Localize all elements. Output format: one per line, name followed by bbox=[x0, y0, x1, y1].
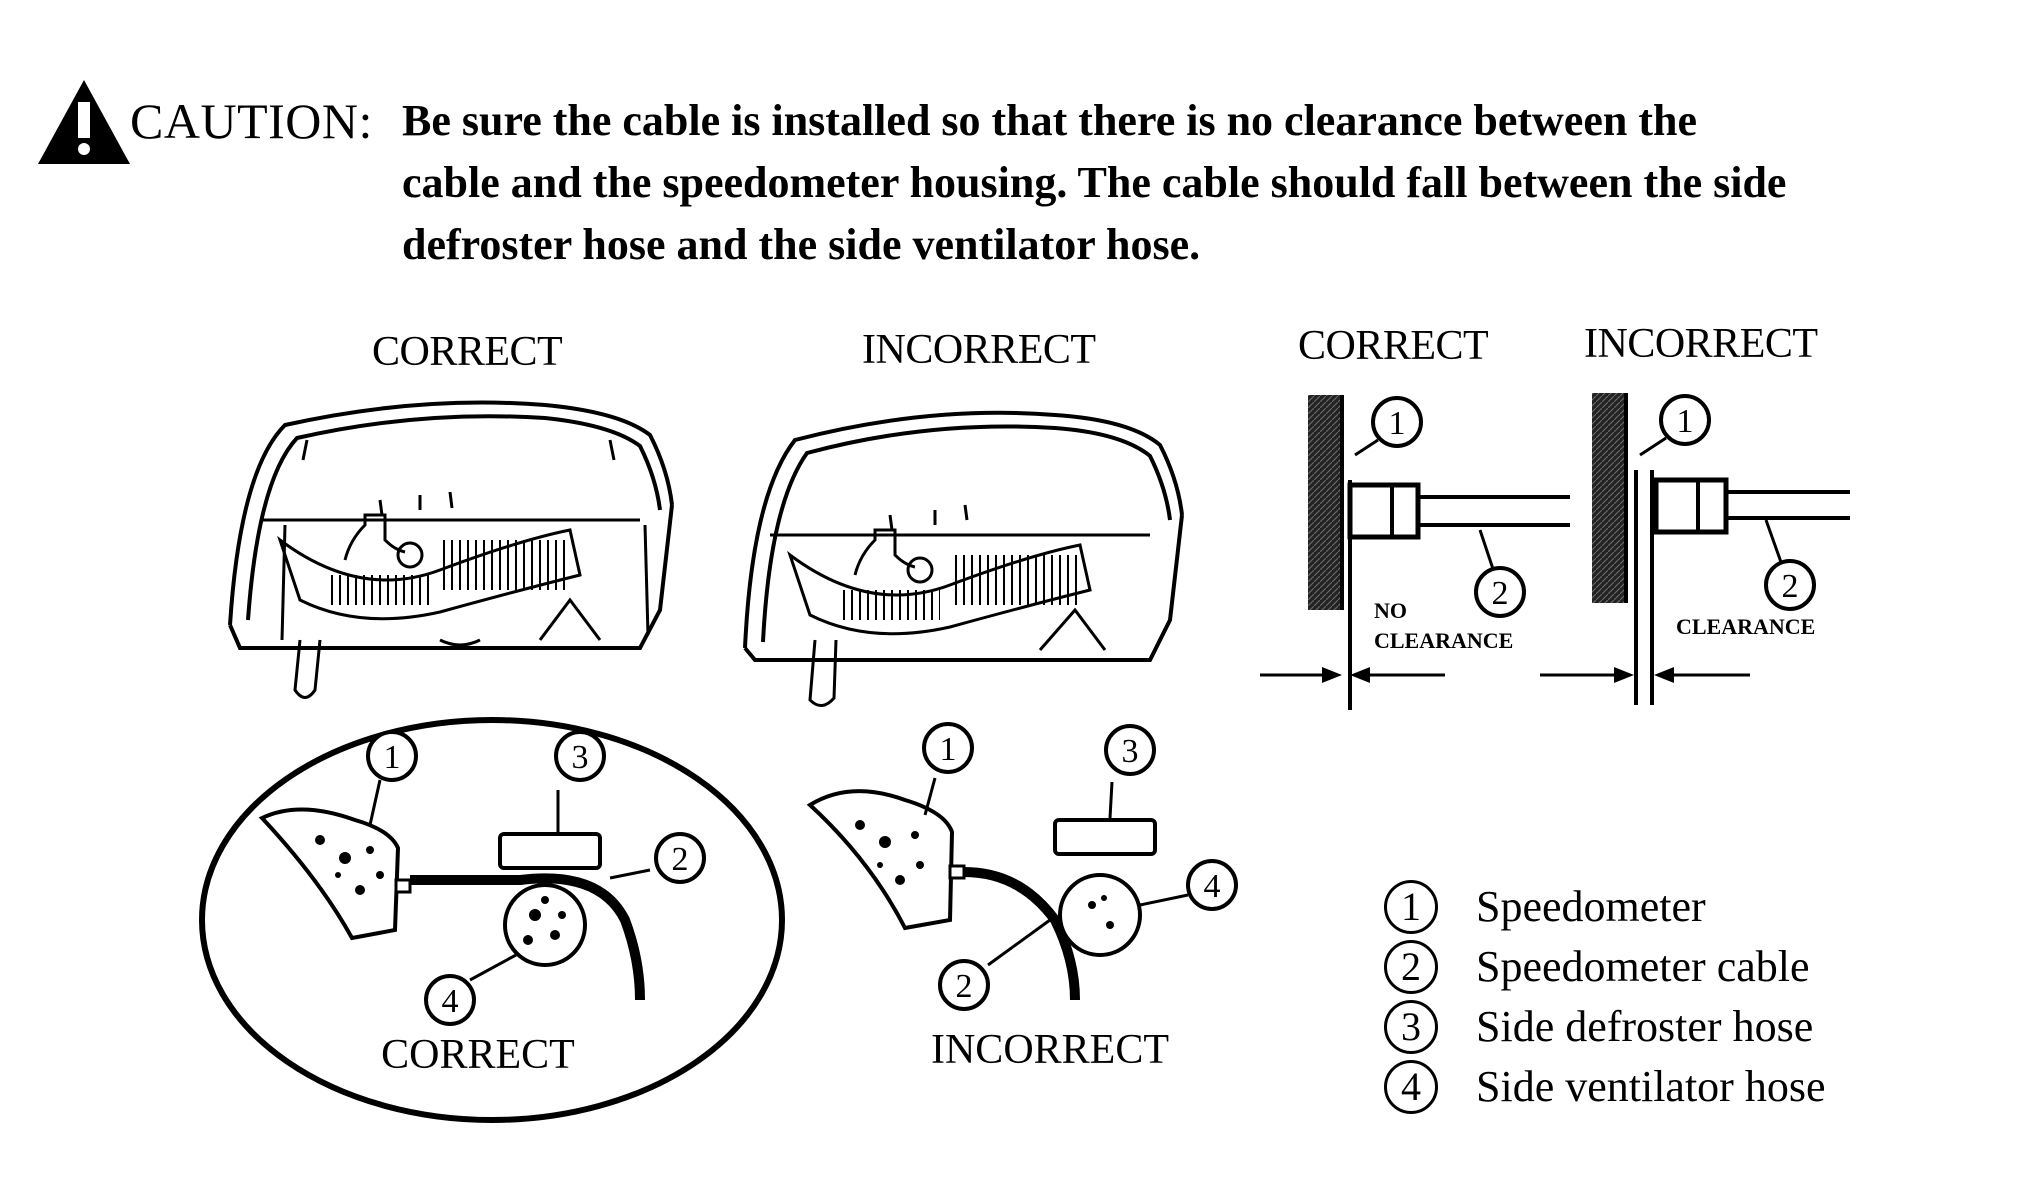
caution-line-1: Be sure the cable is installed so that t… bbox=[402, 96, 1697, 145]
detail-correct-drawing bbox=[199, 717, 785, 1123]
dashboard-incorrect-drawing bbox=[743, 410, 1184, 707]
clearance-label: CLEARANCE bbox=[1676, 614, 1815, 639]
legend-number: 1 bbox=[1384, 880, 1438, 934]
legend-text: Side ventilator hose bbox=[1476, 1062, 1826, 1111]
side-correct-drawing bbox=[1260, 395, 1570, 710]
legend-number: 4 bbox=[1384, 1060, 1438, 1114]
callout-2-detail-correct: 2 bbox=[672, 841, 689, 878]
caution-line-2: cable and the speedometer housing. The c… bbox=[402, 158, 1787, 207]
legend-text: Speedometer cable bbox=[1476, 942, 1810, 991]
caution-line-3: defroster hose and the side ventilator h… bbox=[402, 220, 1201, 269]
legend-text: Side defroster hose bbox=[1476, 1002, 1814, 1051]
callout-2-side-correct: 2 bbox=[1492, 575, 1509, 612]
no-clearance-label-line1: NO bbox=[1374, 598, 1407, 623]
side-incorrect-label: INCORRECT bbox=[1584, 321, 1818, 367]
caution-label: CAUTION: bbox=[130, 93, 373, 149]
detail-incorrect-drawing bbox=[806, 722, 1238, 1011]
side-incorrect-drawing bbox=[1540, 393, 1850, 705]
warning-triangle-icon bbox=[38, 80, 130, 164]
detail-correct-label: CORRECT bbox=[381, 1032, 575, 1078]
legend-text: Speedometer bbox=[1476, 882, 1706, 931]
callout-3-detail-incorrect: 3 bbox=[1122, 733, 1139, 770]
callout-1-detail-incorrect: 1 bbox=[940, 731, 957, 768]
dashboard-correct-drawing bbox=[228, 400, 674, 699]
callout-1-detail-correct: 1 bbox=[384, 739, 401, 776]
callout-1-side-correct: 1 bbox=[1389, 405, 1406, 442]
callout-4-detail-incorrect: 4 bbox=[1204, 868, 1221, 905]
callout-2-side-incorrect: 2 bbox=[1782, 568, 1799, 605]
callout-4-detail-correct: 4 bbox=[442, 983, 459, 1020]
caution-text: Be sure the cable is installed so that t… bbox=[402, 90, 2022, 276]
legend-number: 2 bbox=[1384, 940, 1438, 994]
no-clearance-label-line2: CLEARANCE bbox=[1374, 628, 1513, 653]
detail-incorrect-label: INCORRECT bbox=[931, 1027, 1169, 1073]
callout-1-side-incorrect: 1 bbox=[1677, 403, 1694, 440]
side-correct-label: CORRECT bbox=[1298, 323, 1489, 369]
legend-number: 3 bbox=[1384, 1000, 1438, 1054]
dash-correct-label: CORRECT bbox=[372, 329, 563, 375]
dash-incorrect-label: INCORRECT bbox=[862, 327, 1096, 373]
callout-3-detail-correct: 3 bbox=[572, 739, 589, 776]
callout-2-detail-incorrect: 2 bbox=[956, 968, 973, 1005]
